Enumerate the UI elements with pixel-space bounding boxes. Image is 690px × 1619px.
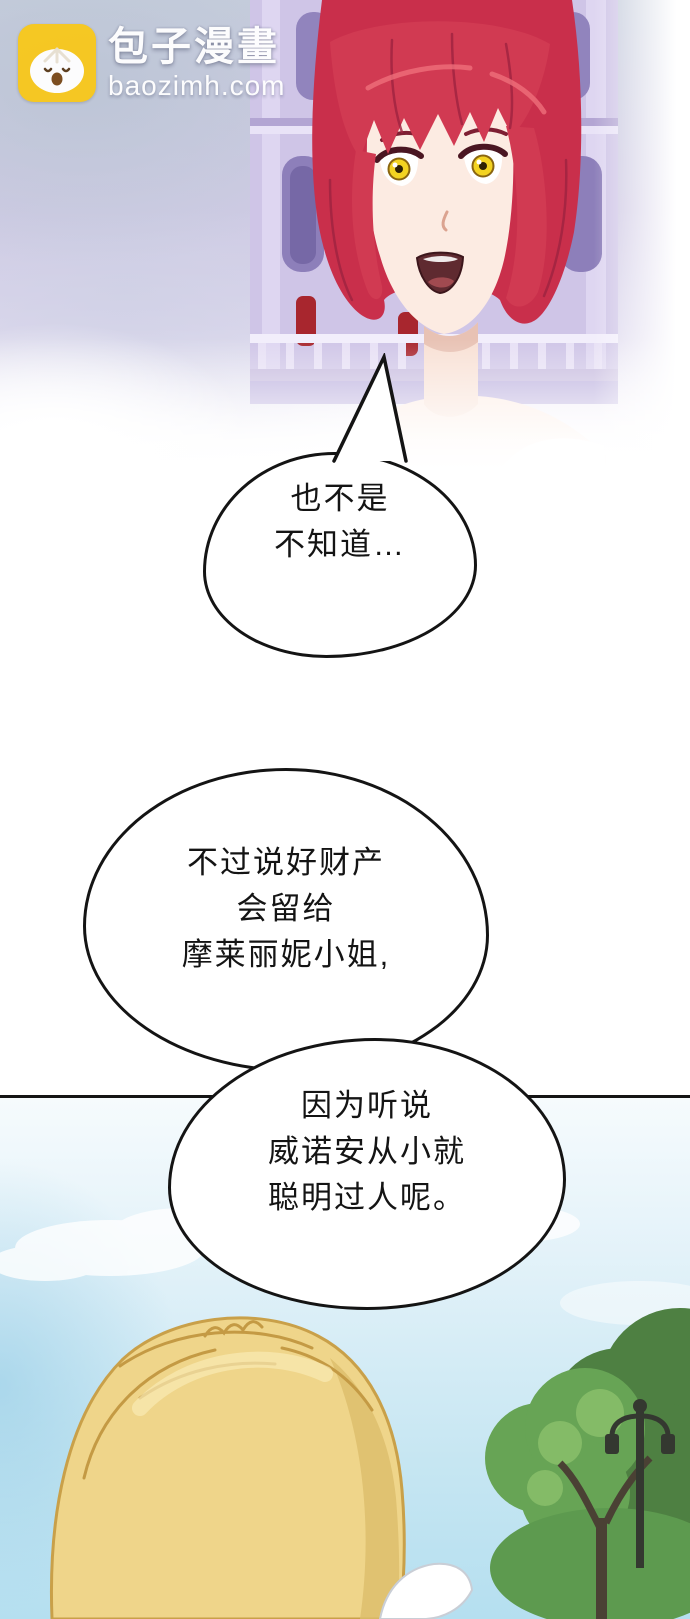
red-haired-character xyxy=(312,0,606,470)
speech-bubble-3-text: 因为听说 威诺安从小就 聪明过人呢。 xyxy=(268,1083,466,1265)
street-lamp xyxy=(605,1399,675,1568)
watermark-title: 包子漫畫 xyxy=(108,25,280,69)
speech-bubble-2-text: 不过说好财产 会留给 摩莱丽妮小姐, xyxy=(182,840,391,1000)
speech-bubble-1: 也不是 不知道… xyxy=(203,351,477,658)
bubble-line: 因为听说 xyxy=(301,1088,433,1123)
speech-bubble-3: 因为听说 威诺安从小就 聪明过人呢。 xyxy=(168,1038,566,1310)
panel-top xyxy=(0,0,690,470)
watermark-text: 包子漫畫 baozimh.com xyxy=(108,24,286,102)
baozi-logo-icon xyxy=(18,24,96,102)
bubble-line: 威诺安从小就 xyxy=(268,1134,466,1169)
top-panel-art xyxy=(250,0,618,470)
speech-bubble-1-text: 也不是 不知道… xyxy=(274,476,406,634)
bubble-line: 也不是 xyxy=(290,481,390,516)
bubble-line: 会留给 xyxy=(236,891,336,926)
watermark: 包子漫畫 baozimh.com xyxy=(18,24,286,102)
bubble-line: 摩莱丽妮小姐, xyxy=(181,937,391,972)
baozi-bun-icon xyxy=(30,47,84,93)
watermark-url: baozimh.com xyxy=(108,70,286,101)
blonde-character xyxy=(50,1316,474,1619)
bubble-line: 不知道… xyxy=(274,527,406,562)
speech-bubble-2: 不过说好财产 会留给 摩莱丽妮小姐, xyxy=(83,768,489,1072)
bubble-line: 不过说好财产 xyxy=(187,845,385,880)
trees xyxy=(485,1308,690,1619)
bubble-line: 聪明过人呢。 xyxy=(268,1180,466,1215)
speech-bubble-1-tail xyxy=(318,351,422,465)
